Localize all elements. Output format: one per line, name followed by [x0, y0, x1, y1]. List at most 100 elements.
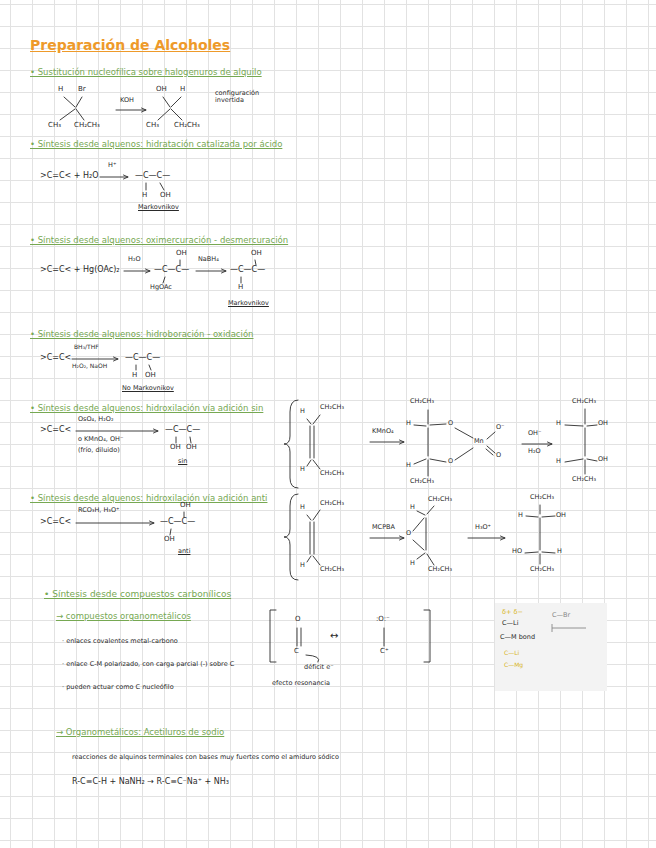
formula-text: R-C≡C-H + NaNH₂ → R-C≡C⁻Na⁺ + NH₃ — [72, 778, 229, 787]
formula-text: H — [300, 408, 305, 415]
formula-text: H — [557, 548, 562, 555]
pasted-figure — [495, 603, 607, 691]
formula-text: >C=C< — [40, 354, 71, 363]
formula-text: C—Li — [504, 650, 519, 657]
note-text: déficit e⁻ — [304, 664, 334, 671]
formula-text: H — [58, 86, 63, 94]
formula-text: CH₂CH₃ — [428, 496, 452, 503]
formula-text: o KMnO₄, OH⁻ — [78, 436, 123, 443]
formula-text: CH₂CH₃ — [428, 566, 452, 573]
page-title: Preparación de Alcoholes — [30, 38, 230, 53]
formula-text: KOH — [120, 97, 134, 104]
formula-text: CH₂CH₃ — [572, 398, 596, 405]
formula-text: OH⁻ — [528, 430, 541, 437]
formula-text: δ+ δ− — [502, 609, 523, 616]
formula-text: H — [406, 462, 411, 469]
formula-text: —C—C— — [230, 266, 265, 275]
dipole-arrow — [552, 624, 553, 632]
formula-text: CH₂CH₃ — [410, 478, 434, 485]
formula-text: OH — [160, 192, 171, 200]
formula-text: >C=C< — [40, 518, 71, 527]
formula-text: NaBH₄ — [198, 256, 219, 263]
formula-text: O⁻ — [496, 424, 505, 431]
formula-text: Mn — [474, 438, 484, 445]
section-heading: → compuestos organometálicos — [56, 612, 191, 621]
formula-text: HO — [512, 548, 522, 555]
formula-text: C—Br — [552, 612, 570, 619]
section-heading: • Síntesis desde alquenos: hidratación c… — [30, 140, 282, 149]
formula-text: H₂O — [528, 448, 541, 455]
formula-text: OH — [180, 502, 191, 510]
formula-text: OsO₄, H₂O₂ — [78, 416, 114, 423]
formula-text: CH₂CH₃ — [174, 122, 200, 130]
reaction-arrow — [72, 110, 552, 538]
formula-text: O — [496, 452, 501, 459]
formula-text: >C=C< + Hg(OAc)₂ — [40, 266, 120, 275]
section-heading: • Síntesis desde compuestos carbonílicos — [44, 590, 231, 600]
formula-text: —C—C— — [135, 172, 170, 181]
formula-text: CH₂CH₃ — [74, 122, 100, 130]
formula-text: H⁺ — [108, 162, 116, 169]
formula-text: MCPBA — [372, 524, 395, 531]
formula-text: OH — [186, 444, 197, 452]
formula-text: O — [448, 420, 453, 427]
formula-text: >C=C< + H₂O — [40, 172, 99, 181]
formula-text: C—Li — [502, 620, 518, 627]
formula-text: CH₃ — [146, 122, 159, 130]
formula-text: O — [448, 458, 453, 465]
formula-text: OH — [170, 444, 181, 452]
formula-text: —C—C— — [125, 354, 160, 363]
formula-text: >C=C< — [40, 426, 71, 435]
note-text: sin — [178, 458, 187, 465]
formula-text: BH₃/THF — [74, 344, 99, 351]
section-heading: • Síntesis desde alquenos: oximercuració… — [30, 236, 288, 245]
formula-text: :O:⁻ — [376, 616, 390, 624]
note-text: anti — [178, 548, 190, 555]
formula-text: —C—C— — [154, 266, 189, 275]
formula-text: H — [300, 562, 305, 569]
formula-text: H — [142, 192, 147, 200]
note-text: · pueden actuar como C nucleófilo — [62, 684, 174, 691]
formula-text: OH — [176, 250, 187, 258]
note-text: Markovnikov — [138, 204, 179, 211]
formula-text: ↔ — [330, 630, 338, 641]
section-heading: → Organometálicos: Acetiluros de sodio — [56, 728, 224, 737]
formula-text: O — [295, 616, 301, 624]
formula-text: H — [300, 466, 305, 473]
formula-text: OH — [145, 372, 156, 380]
formula-text: C—M bond — [500, 634, 535, 641]
formula-text: CH₂CH₃ — [572, 476, 596, 483]
note-text: Markovnikov — [228, 300, 269, 307]
formula-text: H — [132, 372, 137, 380]
formula-text: CH₂CH₃ — [320, 470, 344, 477]
formula-text: —C—C— — [165, 426, 200, 435]
bracket — [270, 400, 430, 662]
formula-text: Br — [78, 86, 86, 94]
note-text: · enlace C-M polarizado, con carga parci… — [62, 661, 234, 668]
formula-text: OH — [251, 250, 262, 258]
formula-text: CH₂CH₃ — [530, 566, 554, 573]
formula-text: (frío, diluido) — [78, 447, 120, 454]
formula-text: H — [410, 504, 415, 511]
bond-lines — [60, 97, 597, 662]
formula-text: CH₂CH₃ — [410, 398, 434, 405]
section-heading: • Sustitución nucleofílica sobre halogen… — [30, 68, 262, 77]
formula-text: H₂O₂, NaOH — [72, 363, 107, 370]
formula-text: H — [406, 420, 411, 427]
note-text: · enlaces covalentes metal-carbono — [62, 638, 178, 645]
note-text: reacciones de alquinos terminales con ba… — [72, 754, 339, 761]
note-text: configuración invertida — [215, 90, 267, 104]
formula-text: H — [180, 86, 185, 94]
formula-text: CH₂CH₃ — [320, 566, 344, 573]
formula-text: CH₂CH₃ — [320, 500, 344, 507]
formula-text: C⁺ — [380, 648, 389, 656]
formula-text: H — [556, 458, 561, 465]
formula-text: OH — [598, 420, 608, 427]
formula-text: CH₂CH₃ — [530, 494, 554, 501]
formula-text: CH₃ — [48, 122, 61, 130]
note-text: No Markovnikov — [122, 385, 174, 392]
note-text: efecto resonancia — [272, 680, 330, 687]
formula-text: OH — [556, 512, 566, 519]
formula-text: OH — [156, 86, 167, 94]
formula-text: H — [518, 512, 523, 519]
